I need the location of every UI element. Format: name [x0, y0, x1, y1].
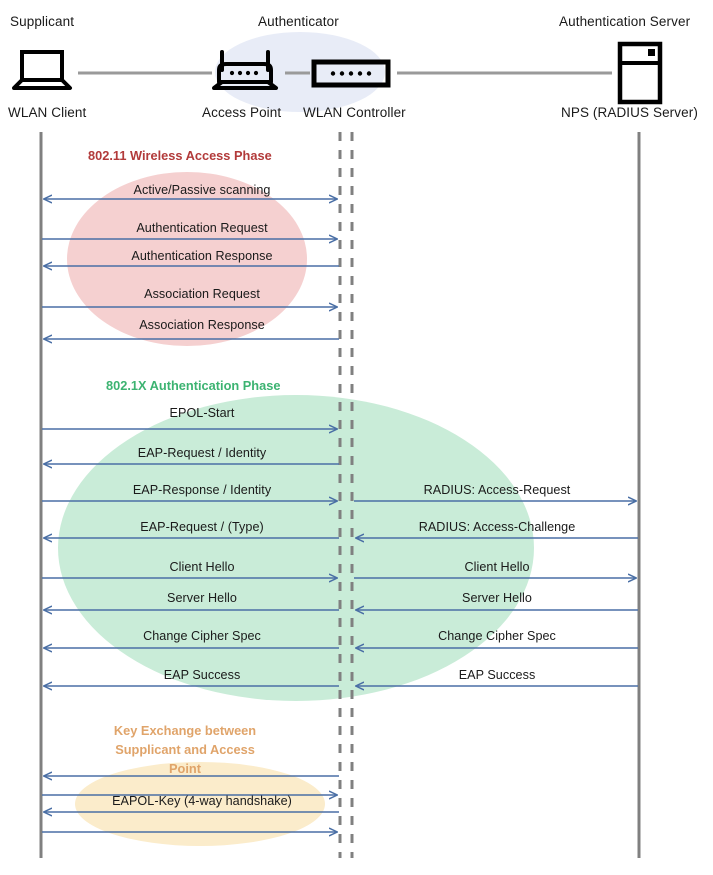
wireless-router-icon	[212, 50, 278, 90]
msg-label-active-passive-scanning: Active/Passive scanning	[133, 183, 271, 197]
msg-label-client-hello-left: Client Hello	[169, 560, 235, 574]
msg-label-client-hello-right: Client Hello	[464, 560, 530, 574]
server-tower-icon	[617, 41, 663, 105]
actor-role-authenticator: Authenticator	[258, 14, 339, 29]
msg-label-eap-success-left: EAP Success	[163, 668, 241, 682]
phase-label-dot1x-auth: 802.1X Authentication Phase	[106, 378, 281, 393]
phase-label-key-exchange-line1: Key Exchange between	[113, 723, 257, 738]
msg-label-server-hello-left: Server Hello	[167, 591, 237, 605]
msg-label-eap-request-identity: EAP-Request / Identity	[137, 446, 267, 460]
network-controller-icon	[311, 59, 391, 88]
msg-label-authentication-request: Authentication Request	[136, 221, 268, 235]
msg-label-eap-response-identity: EAP-Response / Identity	[132, 483, 272, 497]
phase-label-key-exchange-line2: Supplicant and Access Point	[115, 742, 255, 776]
msg-label-eapol-start: EPOL-Start	[169, 406, 235, 420]
actor-role-authentication-server: Authentication Server	[559, 14, 691, 29]
actor-role-supplicant: Supplicant	[10, 14, 75, 29]
msg-label-authentication-response: Authentication Response	[131, 249, 273, 263]
phase-ellipse-dot1x-auth	[58, 395, 534, 701]
actor-device-wlan-controller: WLAN Controller	[303, 105, 406, 120]
laptop-icon	[12, 50, 72, 90]
phase-label-wireless-access: 802.11 Wireless Access Phase	[88, 148, 272, 163]
msg-label-server-hello-right: Server Hello	[462, 591, 532, 605]
actor-device-nps-radius-server: NPS (RADIUS Server)	[561, 105, 698, 120]
msg-label-association-response: Association Response	[139, 318, 265, 332]
msg-label-radius-access-challenge: RADIUS: Access-Challenge	[418, 520, 576, 534]
phase-ellipse-wireless-access	[67, 172, 307, 346]
phase-ellipse-key-exchange	[75, 762, 325, 846]
msg-label-change-cipher-spec-right: Change Cipher Spec	[438, 629, 556, 643]
msg-label-eapol-key-4way-handshake: EAPOL-Key (4-way handshake)	[112, 794, 292, 808]
actor-device-access-point: Access Point	[202, 105, 282, 120]
msg-label-radius-access-request: RADIUS: Access-Request	[423, 483, 571, 497]
msg-label-association-request: Association Request	[144, 287, 260, 301]
actor-device-wlan-client: WLAN Client	[8, 105, 87, 120]
msg-label-change-cipher-spec-left: Change Cipher Spec	[143, 629, 261, 643]
msg-label-eap-request-type: EAP-Request / (Type)	[140, 520, 264, 534]
msg-label-eap-success-right: EAP Success	[458, 668, 536, 682]
phase-label-key-exchange: Key Exchange between Supplicant and Acce…	[100, 721, 270, 778]
